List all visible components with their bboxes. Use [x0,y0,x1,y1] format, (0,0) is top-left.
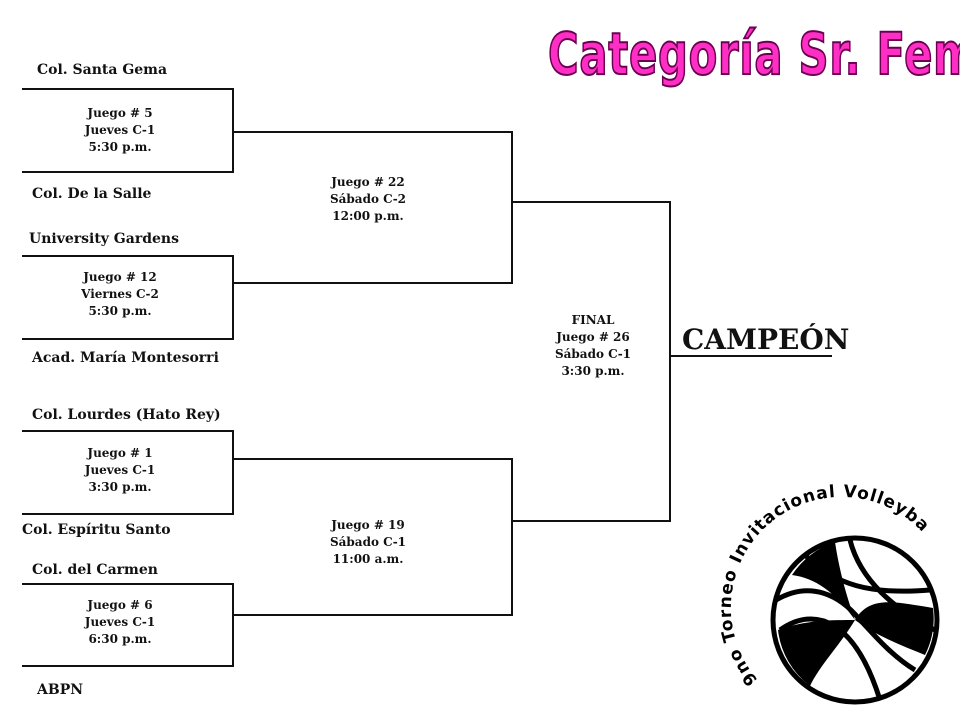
game-1-label: Juego # 1 Jueves C-1 3:30 p.m. [60,445,180,496]
bracket-line [511,131,513,284]
team-de-la-salle: Col. De la Salle [32,186,152,202]
team-montesorri: Acad. María Montesorri [32,350,219,366]
game-5-label: Juego # 5 Jueves C-1 5:30 p.m. [60,105,180,156]
tournament-logo: 9no Torneo Invitacional Volleyball [720,480,940,705]
game-day: Jueves C-1 [84,123,156,137]
game-name: Juego # 1 [87,446,153,460]
champion-label: CAMPEÓN [682,323,850,356]
game-name: Juego # 6 [87,598,153,612]
final-game-label: FINAL Juego # 26 Sábado C-1 3:30 p.m. [533,312,653,380]
bracket-line [232,583,234,667]
bracket-line [513,520,671,522]
game-name: Juego # 19 [331,518,405,532]
champion-line [671,355,832,357]
game-day: Viernes C-2 [81,287,159,301]
bracket-line [234,614,513,616]
bracket-line [22,583,234,585]
bracket-line [232,255,234,340]
game-day: Jueves C-1 [84,615,156,629]
game-name: Juego # 22 [331,175,405,189]
game-time: 12:00 p.m. [332,209,404,223]
game-time: 11:00 a.m. [332,552,404,566]
bracket-line [234,131,513,133]
game-day: Sábado C-2 [329,192,407,206]
bracket-line [513,201,671,203]
game-12-label: Juego # 12 Viernes C-2 5:30 p.m. [60,269,180,320]
game-name: Juego # 5 [87,106,153,120]
bracket-line [22,513,234,515]
volleyball-panels [778,542,934,686]
team-espiritu-santo: Col. Espíritu Santo [22,522,171,538]
game-time: 6:30 p.m. [88,632,152,646]
bracket-line [22,88,234,90]
game-time: 5:30 p.m. [88,304,152,318]
bracket-line [22,338,234,340]
bracket-line [234,282,513,284]
bracket-line [232,430,234,515]
team-abpn: ABPN [37,682,84,698]
bracket-line [22,171,234,173]
game-day: Jueves C-1 [84,463,156,477]
final-title: FINAL [571,313,615,327]
bracket-line [669,201,671,522]
bracket-line [234,458,513,460]
game-6-label: Juego # 6 Jueves C-1 6:30 p.m. [60,597,180,648]
bracket-line [232,88,234,173]
bracket-line [22,665,234,667]
game-19-label: Juego # 19 Sábado C-1 11:00 a.m. [308,517,428,568]
game-time: 5:30 p.m. [88,140,152,154]
game-name: Juego # 26 [556,330,630,344]
game-day: Sábado C-1 [554,347,632,361]
game-time: 3:30 p.m. [88,480,152,494]
team-lourdes: Col. Lourdes (Hato Rey) [32,407,221,423]
team-del-carmen: Col. del Carmen [32,562,158,578]
game-day: Sábado C-1 [329,535,407,549]
bracket-line [22,255,234,257]
game-time: 3:30 p.m. [561,364,625,378]
team-santa-gema: Col. Santa Gema [37,62,168,78]
game-name: Juego # 12 [83,270,157,284]
game-22-label: Juego # 22 Sábado C-2 12:00 p.m. [308,174,428,225]
bracket-line [511,458,513,616]
page-title: Categoría Sr. Femenino [547,19,960,89]
team-university-gardens: University Gardens [29,231,179,247]
bracket-line [22,430,234,432]
